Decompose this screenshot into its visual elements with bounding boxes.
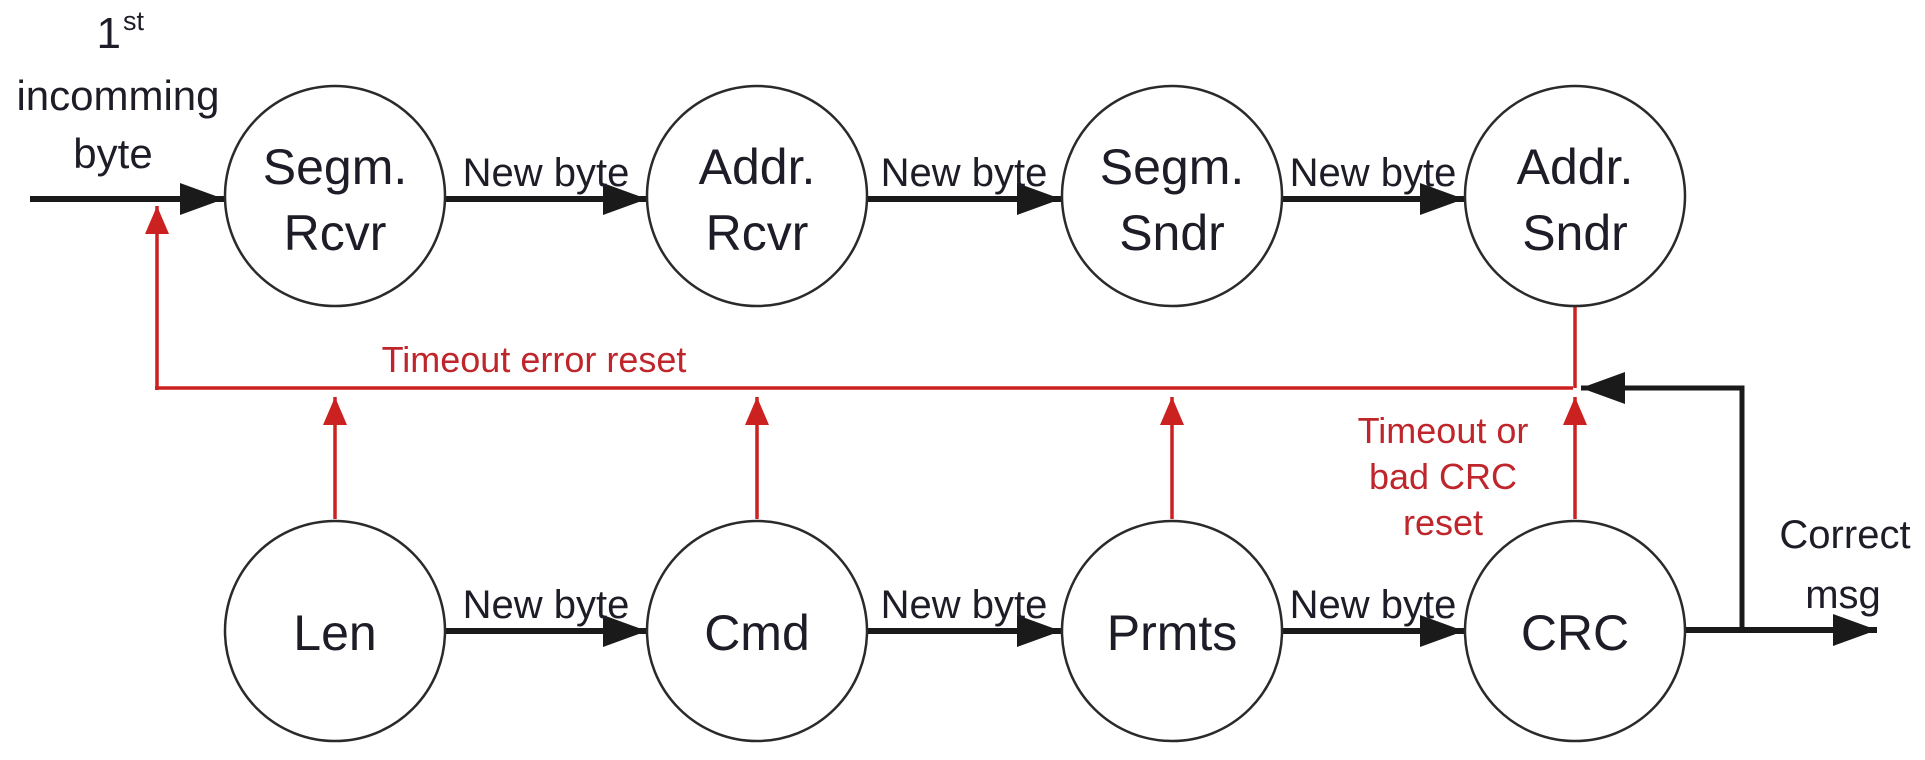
state-circle [1060, 519, 1284, 743]
output-label-line2: msg [1805, 573, 1881, 617]
state-circle [645, 519, 869, 743]
transition-label: New byte [1290, 583, 1457, 627]
timeout-crc-reset-line3: reset [1403, 502, 1483, 543]
state-circle [1463, 519, 1687, 743]
start-label-line2: incomming [16, 72, 219, 119]
state-prmts: Prmts [1060, 519, 1284, 743]
state-circle [645, 84, 869, 308]
state-addr-sndr: Addr. Sndr [1463, 84, 1687, 308]
start-label-number: 1 [97, 9, 121, 58]
start-input: 1 st incomming byte [16, 6, 224, 215]
output-label-line1: Correct [1779, 513, 1910, 557]
transition-label: New byte [881, 583, 1048, 627]
reset-network: Timeout error reset Timeout or bad CRC r… [145, 206, 1587, 543]
transition-label: New byte [463, 151, 630, 195]
timeout-crc-reset-line2: bad CRC [1369, 456, 1517, 497]
state-label-line1: Addr. [1517, 139, 1634, 195]
state-segm-rcvr: Segm. Rcvr [223, 84, 447, 308]
output-path: Correct msg [1581, 372, 1911, 646]
state-circle [1060, 84, 1284, 308]
state-label-line1: CRC [1521, 605, 1629, 661]
start-label-ordinal: st [123, 6, 145, 36]
transition-label: New byte [881, 151, 1048, 195]
state-label-line1: Addr. [699, 139, 816, 195]
start-label-line3: byte [73, 130, 152, 177]
bottom-transitions: New byte New byte New byte [445, 583, 1464, 647]
state-cmd: Cmd [645, 519, 869, 743]
transition-label: New byte [463, 583, 630, 627]
state-circle [223, 519, 447, 743]
timeout-reset-label: Timeout error reset [382, 339, 687, 380]
state-label-line1: Cmd [704, 605, 810, 661]
state-label-line1: Len [293, 605, 376, 661]
state-segm-sndr: Segm. Sndr [1060, 84, 1284, 308]
transition-label: New byte [1290, 151, 1457, 195]
timeout-crc-reset-label: Timeout or bad CRC reset [1358, 410, 1529, 543]
state-label-line2: Rcvr [284, 205, 387, 261]
state-crc: CRC [1463, 519, 1687, 743]
state-label-line2: Rcvr [706, 205, 809, 261]
state-label-line2: Sndr [1522, 205, 1628, 261]
state-label-line1: Segm. [1100, 139, 1245, 195]
top-transitions: New byte New byte New byte [445, 151, 1464, 215]
state-circle [1463, 84, 1687, 308]
state-label-line1: Segm. [263, 139, 408, 195]
state-circle [223, 84, 447, 308]
timeout-crc-reset-line1: Timeout or [1358, 410, 1529, 451]
state-len: Len [223, 519, 447, 743]
feedback-line [1581, 372, 1745, 630]
state-label-line2: Sndr [1119, 205, 1225, 261]
state-label-line1: Prmts [1107, 605, 1238, 661]
state-addr-rcvr: Addr. Rcvr [645, 84, 869, 308]
